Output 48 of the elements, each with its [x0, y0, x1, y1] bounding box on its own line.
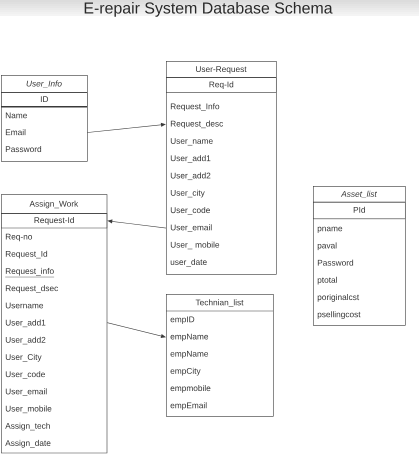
field-name: User_email [6, 388, 47, 396]
field-name: User_ mobile [170, 242, 220, 250]
field-name: empID [170, 316, 194, 324]
primary-key-row: Request-Id [1, 213, 108, 228]
field-name: empName [170, 334, 208, 342]
field-name: Req-no [6, 234, 32, 242]
field-name: Password [6, 146, 42, 152]
field-name: User_add1 [170, 155, 210, 163]
primary-key-row: PId [313, 202, 406, 220]
field-name: User_mobile [6, 406, 52, 414]
table-name: Asset_list [340, 190, 378, 198]
field-name: Request_Info [170, 103, 220, 111]
table-name: Assign_Work [30, 200, 78, 208]
field-name: Name [6, 112, 27, 118]
field-name: Assign_tech [5, 422, 50, 430]
table-name: User-Request [196, 66, 247, 74]
field-name: User_add2 [6, 336, 46, 344]
field-name: paval [318, 242, 336, 250]
field-name: User_code [6, 371, 45, 379]
field-name: ptotal [318, 276, 337, 285]
field-name: User_email [170, 224, 212, 232]
field-name: Request_desc [170, 120, 224, 128]
primary-key-row: ID [1, 92, 88, 108]
field-name: user_date [170, 258, 207, 267]
field-name: pname [318, 226, 342, 233]
title-bar: E-repair System Database Schema [0, 0, 419, 17]
table-name: User_Info [26, 80, 62, 88]
field-name: User_name [170, 138, 213, 146]
field-name: Username [6, 302, 44, 308]
field-name: Request_Id [6, 250, 48, 258]
field-name: empName [170, 350, 208, 358]
table-name: Technian_list [196, 299, 244, 307]
field-name: User_code [170, 207, 210, 215]
field-name: User_add2 [170, 172, 210, 180]
field-name: Password [318, 260, 354, 266]
field-name: empmobile [170, 385, 210, 393]
field-name: poriginalcst [318, 294, 360, 302]
primary-key-row: Req-Id [166, 77, 277, 93]
field-name: User_City [6, 354, 42, 362]
field-name: Request_dsec [6, 285, 58, 293]
field-name: empEmail [170, 402, 207, 410]
field-name: psellingcost [318, 311, 360, 319]
field-name: User_add1 [6, 320, 46, 328]
field-name: Assign_date [5, 440, 50, 448]
field-name: empCity [170, 368, 201, 376]
field-name: User_city [170, 190, 205, 198]
field-name: Request_info [5, 268, 54, 278]
field-name: Email [6, 129, 26, 136]
